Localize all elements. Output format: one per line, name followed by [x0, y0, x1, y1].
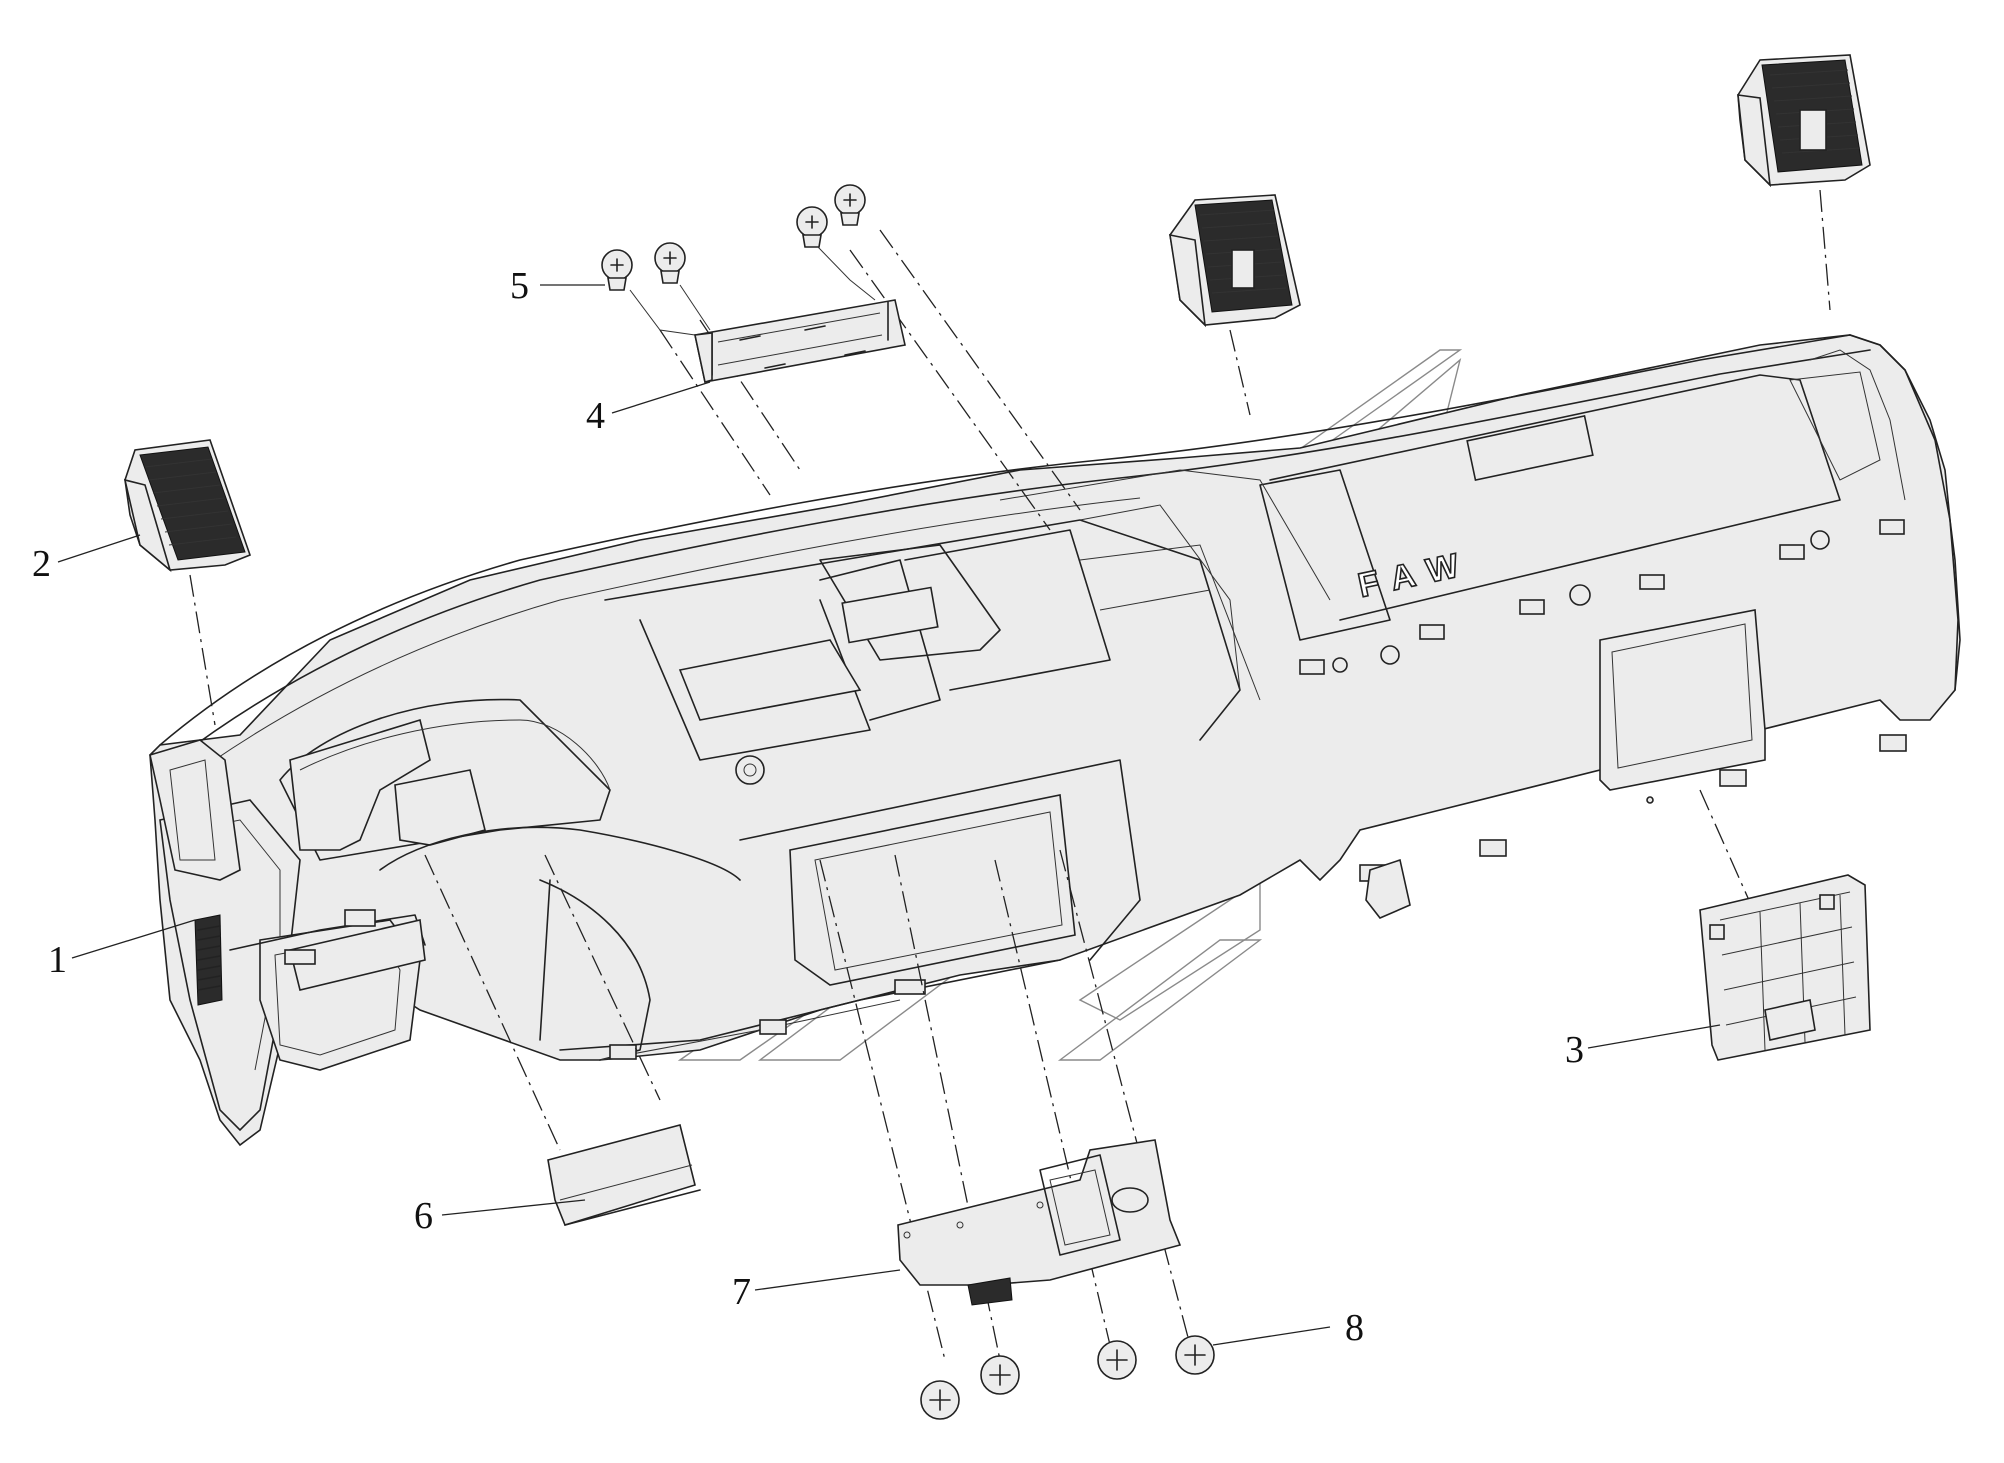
callout-7: 7 [732, 1271, 751, 1313]
callout-3: 3 [1565, 1029, 1584, 1071]
air-vent-center-right [1169, 194, 1301, 328]
screws-part-8 [920, 1335, 1215, 1420]
dashboard-panel: FAW [149, 334, 1961, 1147]
callout-4: 4 [586, 395, 605, 437]
panel-clips [1299, 519, 1907, 882]
air-vent-top-right [1737, 54, 1871, 188]
callout-labels: 1 2 3 4 5 6 7 8 [32, 265, 1584, 1349]
screws-part-5 [601, 184, 876, 336]
callout-2: 2 [32, 543, 51, 585]
cover-part-3 [1699, 874, 1871, 1061]
callout-6: 6 [414, 1195, 433, 1237]
trim-part-6 [547, 1124, 701, 1226]
callout-1: 1 [48, 939, 67, 981]
callout-leaders [57, 284, 1721, 1346]
left-side-vent [194, 914, 223, 1006]
glovebox-part-7 [897, 1139, 1182, 1306]
air-vent-left [123, 439, 252, 573]
assembly-lines [189, 189, 1831, 1361]
callout-5: 5 [510, 265, 529, 307]
callout-8: 8 [1345, 1307, 1364, 1349]
bracket-part-4 [694, 299, 906, 384]
